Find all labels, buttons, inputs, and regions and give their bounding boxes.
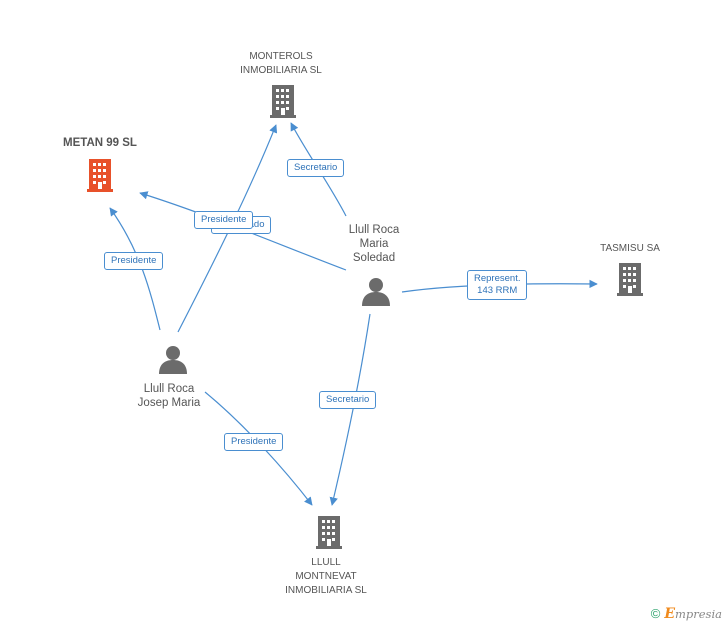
building-icon[interactable] xyxy=(617,263,643,296)
copyright-icon: © xyxy=(650,606,661,621)
edge-secretario-llull xyxy=(329,313,371,506)
building-icon[interactable] xyxy=(316,516,342,549)
edge-label-presidente: Presidente xyxy=(104,252,164,270)
edge-label-represent: Represent. 143 RRM xyxy=(467,270,528,300)
brand-logo: Empresia xyxy=(664,606,722,622)
edge-label-secretario: Secretario xyxy=(319,391,377,409)
company-label-llull-montnevat[interactable]: LLULL MONTNEVAT INMOBILIARIA SL xyxy=(285,557,367,596)
edge-label-secretario: Secretario xyxy=(287,159,345,177)
person-icon[interactable] xyxy=(362,278,390,306)
building-icon[interactable] xyxy=(270,85,296,118)
company-label-metan[interactable]: METAN 99 SL xyxy=(63,137,137,149)
brand-watermark: ©Empresia xyxy=(651,606,722,622)
company-label-tasmisu[interactable]: TASMISU SA xyxy=(600,243,660,254)
edge-label-presidente: Presidente xyxy=(194,211,254,229)
edge-label-presidente: Presidente xyxy=(224,433,284,451)
person-label-maria[interactable]: Llull Roca Maria Soledad xyxy=(348,224,400,264)
person-icon[interactable] xyxy=(159,346,187,374)
person-label-josep[interactable]: Llull Roca Josep Maria xyxy=(137,383,201,409)
building-icon-highlight[interactable] xyxy=(87,159,113,192)
company-label-monterols[interactable]: MONTEROLS INMOBILIARIA SL xyxy=(240,51,322,76)
